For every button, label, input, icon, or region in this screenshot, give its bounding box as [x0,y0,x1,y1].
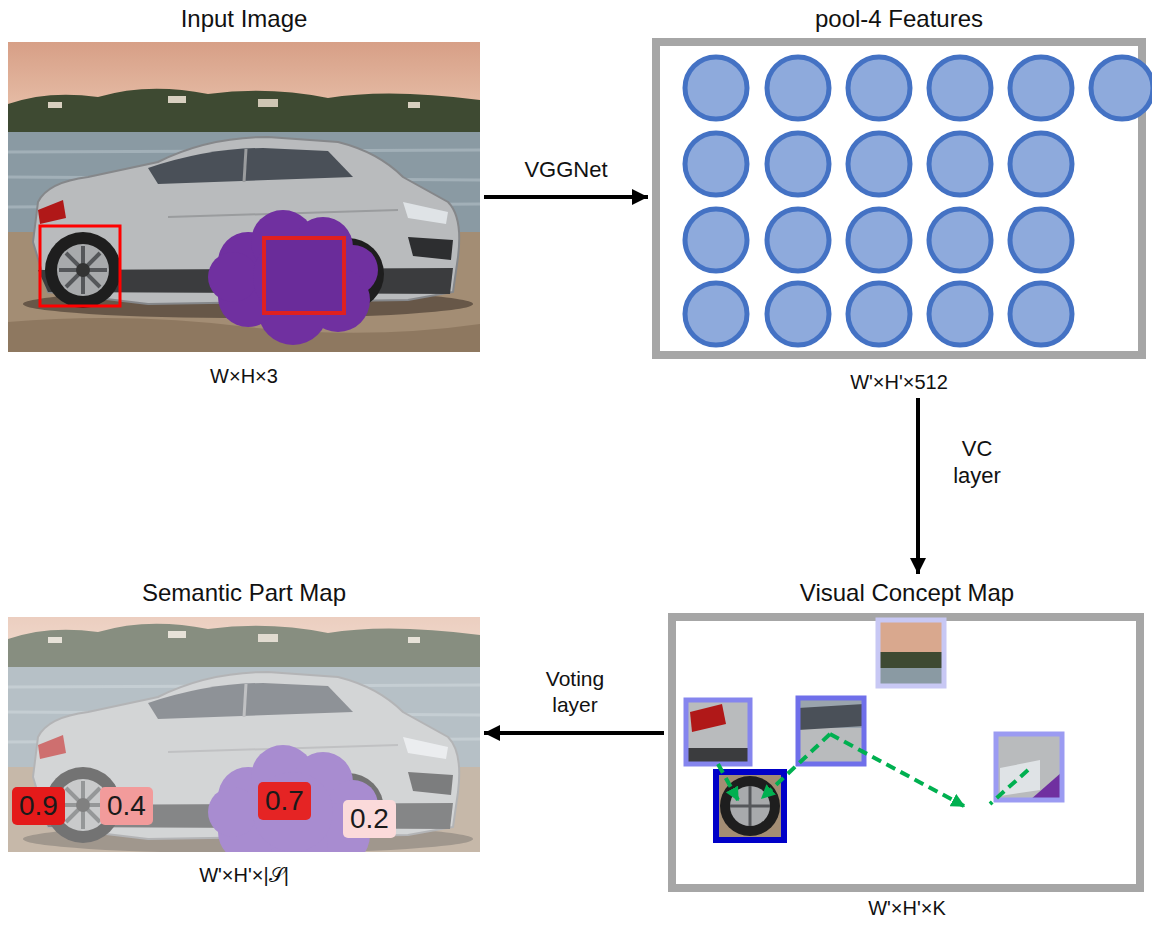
feature-grid [685,57,1152,345]
vote-arrow [762,734,830,798]
feature-grid [929,209,991,271]
concept-map [672,617,1140,888]
figure-panel: Visual Concept MapW'×H'×K [668,578,1146,920]
semantic-photo [8,617,480,852]
edge-label-holder: VGGNet [506,156,626,184]
feature-grid [656,42,1142,355]
feature-grid [767,283,829,345]
edge-label: Voting layer [533,666,617,719]
panel-title: Semantic Part Map [142,578,346,608]
concept-patch [690,704,726,732]
semantic-photo [8,617,480,852]
concept-patch [878,668,944,686]
edge-label-holder: Voting layer [533,666,617,719]
edge-label-holder: VC layer [942,435,1012,490]
concept-patch [730,786,770,826]
score-value: 0.9 [19,789,58,823]
concept-patch [996,734,1062,800]
panel-title: pool-4 Features [815,4,983,34]
concept-patch [686,700,750,764]
feature-grid [767,209,829,271]
feature-grid [685,133,747,195]
score-value: 0.7 [265,784,304,818]
vote-arrow [718,764,738,800]
feature-grid [929,133,991,195]
occluder-cloud [208,210,378,345]
flow-arrow [484,195,648,199]
feature-grid [1010,283,1072,345]
semantic-photo [8,617,480,852]
feature-grid [767,133,829,195]
score-box: 0.2 [343,800,396,838]
dimension-label: W'×H'×|𝒮| [199,863,289,887]
flow-arrow [916,398,920,574]
concept-patch [730,786,770,826]
edge-label: VC layer [942,435,1012,490]
score-value: 0.2 [350,802,389,836]
concept-patch [686,700,750,764]
feature-grid [1010,133,1072,195]
dimension-label: W'×H'×K [868,896,946,920]
semantic-photo [8,617,480,852]
panel-title: Input Image [181,4,308,34]
figure-panel: Semantic Part MapW'×H'×|𝒮| 0.9 0.4 0.7 0.2 [8,578,480,887]
feature-grid [929,283,991,345]
feature-grid [848,209,910,271]
figure-panel: Input ImageW×H×3 [8,4,480,388]
concept-patch [1030,772,1062,800]
score-value: 0.4 [107,789,146,823]
vote-arrow [830,734,964,806]
input-photo [8,42,480,352]
flow-arrow [484,731,664,735]
feature-grid [685,209,747,271]
feature-grid [848,57,910,119]
panel-title: Visual Concept Map [800,578,1014,608]
vote-arrow [990,770,1028,804]
concept-patch [686,700,750,764]
score-box: 0.7 [258,782,311,820]
concept-patch [878,620,944,654]
part-box [40,226,120,306]
figure-panel: pool-4 FeaturesW'×H'×512 [652,4,1146,394]
concept-patch [878,620,944,686]
concept-patch [798,698,864,764]
feature-grid [929,57,991,119]
concept-patch [1000,760,1040,796]
part-box [264,238,344,313]
concept-patch [798,698,864,764]
feature-grid [767,57,829,119]
feature-grid [848,133,910,195]
dimension-label: W'×H'×512 [850,370,948,394]
concept-patch [798,704,864,730]
feature-grid [848,283,910,345]
score-box: 0.9 [12,787,65,825]
concept-patch [878,620,944,686]
score-box: 0.4 [100,787,153,825]
edge-label: VGGNet [506,156,626,184]
occluder-cloud [253,772,333,852]
vote-arrow [718,734,1028,806]
occluder-cloud [208,252,258,302]
input-photo [8,42,480,352]
occluder-cloud [208,787,258,837]
feature-grid [685,283,747,345]
concept-patch [996,734,1062,800]
feature-grid [1010,209,1072,271]
concept-patch [996,734,1062,800]
feature-grid [1010,57,1072,119]
concept-map [672,617,1140,888]
feature-grid [656,42,1152,355]
feature-grid [1091,57,1152,119]
feature-grid [685,57,747,119]
concept-patch [878,652,944,668]
dimension-label: W×H×3 [210,364,278,388]
